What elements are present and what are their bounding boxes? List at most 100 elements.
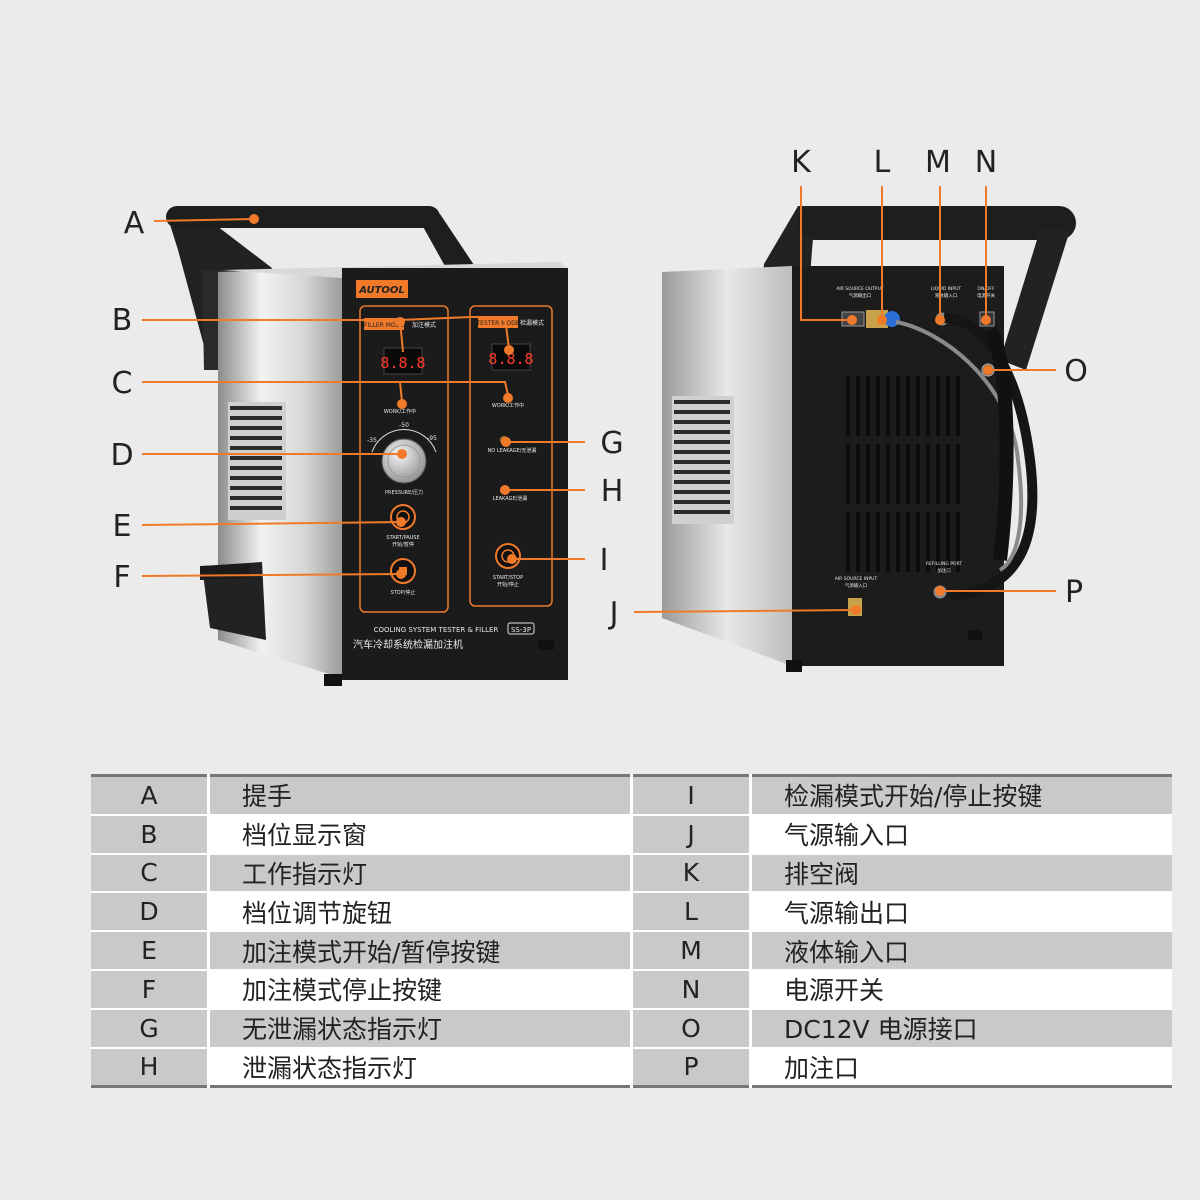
table-row: H 泄漏状态指示灯 P 加注口 (91, 1047, 1172, 1087)
callout-i: I (600, 543, 609, 578)
callout-line-e (141, 521, 402, 526)
rear-handle-bar (798, 206, 1076, 240)
callout-j: J (608, 596, 619, 631)
legend-label: 档位调节旋钮 (208, 892, 633, 933)
callout-k: K (791, 145, 812, 180)
filler-mode-label-cn: 加注模式 (412, 321, 436, 329)
hose (943, 313, 1038, 601)
callout-d: D (110, 438, 133, 473)
table-row: E 加注模式开始/暂停按键 M 液体输入口 (91, 931, 1172, 971)
legend-key: A (91, 775, 210, 816)
legend-label: 加注口 (750, 1047, 1172, 1087)
callout-m: M (925, 145, 951, 180)
legend-key: I (631, 775, 752, 816)
front-unit: AUTOOL FILLER MODE 加注模式 8.8.8 TESTER MOD… (166, 206, 570, 686)
filler-work-label: WORK/工作中 (384, 408, 416, 415)
pressure-label: PRESSURE/压力 (385, 489, 423, 496)
filler-mode-frame (359, 305, 449, 613)
product-diagram: AUTOOL FILLER MODE 加注模式 8.8.8 TESTER MOD… (110, 145, 1088, 686)
rear-side-vent (672, 396, 734, 524)
legend-key: E (91, 931, 210, 971)
rear-unit: AIR SOURCE OUTPUT 气源输出口 LIQUID INPUT 液体输… (662, 206, 1076, 672)
table-row: A 提手 I 检漏模式开始/停止按键 (91, 775, 1172, 816)
start-pause-label: START/PAUSE (386, 535, 419, 541)
legend-label: 电源开关 (750, 969, 1172, 1010)
legend-label: 加注模式开始/暂停按键 (208, 931, 633, 971)
liquid-input-label-cn: 液体输入口 (935, 292, 958, 299)
tester-mode-label: TESTER MODE (475, 320, 519, 327)
table-row: D 档位调节旋钮 L 气源输出口 (91, 892, 1172, 933)
tester-mode-frame (469, 305, 553, 607)
callout-line-c-tick (399, 381, 403, 403)
pressure-knob[interactable] (381, 438, 427, 484)
stop-label: STOP/停止 (391, 589, 416, 596)
callout-lines (141, 186, 1056, 613)
no-leakage-label: NO LEAKAGE/无泄漏 (488, 447, 537, 454)
callout-line-j (633, 609, 857, 613)
product-name-en: COOLING SYSTEM TESTER & FILLER (374, 626, 499, 634)
legend-key: D (91, 892, 210, 933)
callout-f: F (113, 560, 130, 595)
legend-key: K (631, 853, 752, 894)
legend-label: DC12V 电源接口 (750, 1008, 1172, 1049)
legend-key: J (631, 814, 752, 855)
tester-work-label: WORK/工作中 (492, 402, 524, 409)
legend-key: M (631, 931, 752, 971)
legend-key: N (631, 969, 752, 1010)
callout-line-c-right (400, 381, 509, 396)
filler-display-window (383, 347, 423, 375)
callout-c: C (112, 366, 133, 401)
product-name-cn: 汽车冷却系统检漏加注机 (353, 638, 463, 651)
start-stop-label: START/STOP (493, 575, 523, 581)
legend-label: 气源输入口 (750, 814, 1172, 855)
table-row: F 加注模式停止按键 N 电源开关 (91, 969, 1172, 1010)
front-handle-bar (166, 206, 440, 228)
start-pause-label-cn: 开始/暂停 (392, 541, 414, 548)
callout-o: O (1064, 354, 1088, 389)
dial-scale-mid: -50 (399, 422, 409, 429)
liquid-input-label: LIQUID INPUT (931, 286, 962, 292)
front-side-vent (228, 402, 286, 520)
table-row: G 无泄漏状态指示灯 O DC12V 电源接口 (91, 1008, 1172, 1049)
legend-label: 档位显示窗 (208, 814, 633, 855)
table-row: B 档位显示窗 J 气源输入口 (91, 814, 1172, 855)
legend-label: 气源输出口 (750, 892, 1172, 933)
legend-label: 无泄漏状态指示灯 (208, 1008, 633, 1049)
callout-line-f (141, 573, 402, 577)
filler-mode-label: FILLER MODE (364, 322, 404, 329)
refilling-port-label-cn: 加注口 (937, 567, 951, 574)
air-source-output-label: AIR SOURCE OUTPUT (836, 286, 884, 292)
legend-key: P (631, 1047, 752, 1087)
legend-key: G (91, 1008, 210, 1049)
callout-n: N (975, 145, 997, 180)
air-source-input-label-cn: 气源输入口 (845, 582, 868, 589)
start-stop-label-cn: 开始/停止 (497, 581, 519, 588)
legend-label: 加注模式停止按键 (208, 969, 633, 1010)
tester-display-digits: 8.8.8 (488, 350, 533, 368)
dial-scale-left: -35 (367, 437, 377, 444)
callout-letters: A B C D E F G H I J K L M N O P (110, 145, 1087, 631)
legend-label: 提手 (208, 775, 633, 816)
air-source-output-label-cn: 气源输出口 (849, 292, 872, 299)
tester-mode-label-cn: 检漏模式 (520, 319, 544, 327)
callout-dots (249, 214, 993, 615)
legend-table: A 提手 I 检漏模式开始/停止按键 B 档位显示窗 J 气源输入口 C 工作指… (91, 774, 1172, 1089)
callout-g: G (600, 426, 623, 461)
callout-l: L (874, 145, 891, 180)
filler-display-digits: 8.8.8 (380, 354, 425, 372)
callout-line-b-right (399, 316, 510, 350)
callout-line-a (153, 218, 255, 222)
air-source-input-label: AIR SOURCE INPUT (835, 576, 878, 582)
leakage-label: LEAKAGE/泄漏 (493, 495, 528, 502)
legend-key: L (631, 892, 752, 933)
legend-key: F (91, 969, 210, 1010)
legend-key: C (91, 853, 210, 894)
callout-h: H (601, 474, 624, 509)
legend-label: 泄漏状态指示灯 (208, 1047, 633, 1087)
callout-b: B (112, 303, 133, 338)
rear-vent-grille (846, 376, 960, 572)
product-model: SS-3P (511, 626, 531, 634)
callout-e: E (113, 509, 132, 544)
legend-key: B (91, 814, 210, 855)
callout-a: A (124, 206, 145, 241)
